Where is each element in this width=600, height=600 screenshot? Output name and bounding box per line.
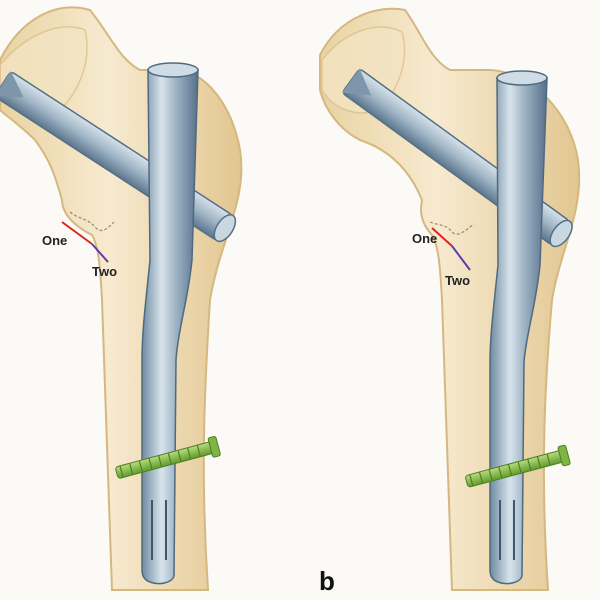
panel-left: One Two [0,6,243,591]
label-two-right: Two [445,273,470,288]
panel-right: One Two [319,7,581,591]
fracture-line-left [69,211,115,232]
distal-screw-left [115,436,221,479]
panel-letter: b [319,566,335,596]
label-two-left: Two [92,264,117,279]
intramedullary-nail-left [141,62,199,585]
distal-screw-right [465,444,571,488]
label-one-right: One [412,231,437,246]
label-one-left: One [42,233,67,248]
line-one-right [431,227,453,247]
line-two-left [91,243,109,263]
line-one-left [61,221,93,245]
intramedullary-nail-right [489,70,548,585]
fracture-line-right [429,221,475,235]
line-two-right [451,245,471,271]
